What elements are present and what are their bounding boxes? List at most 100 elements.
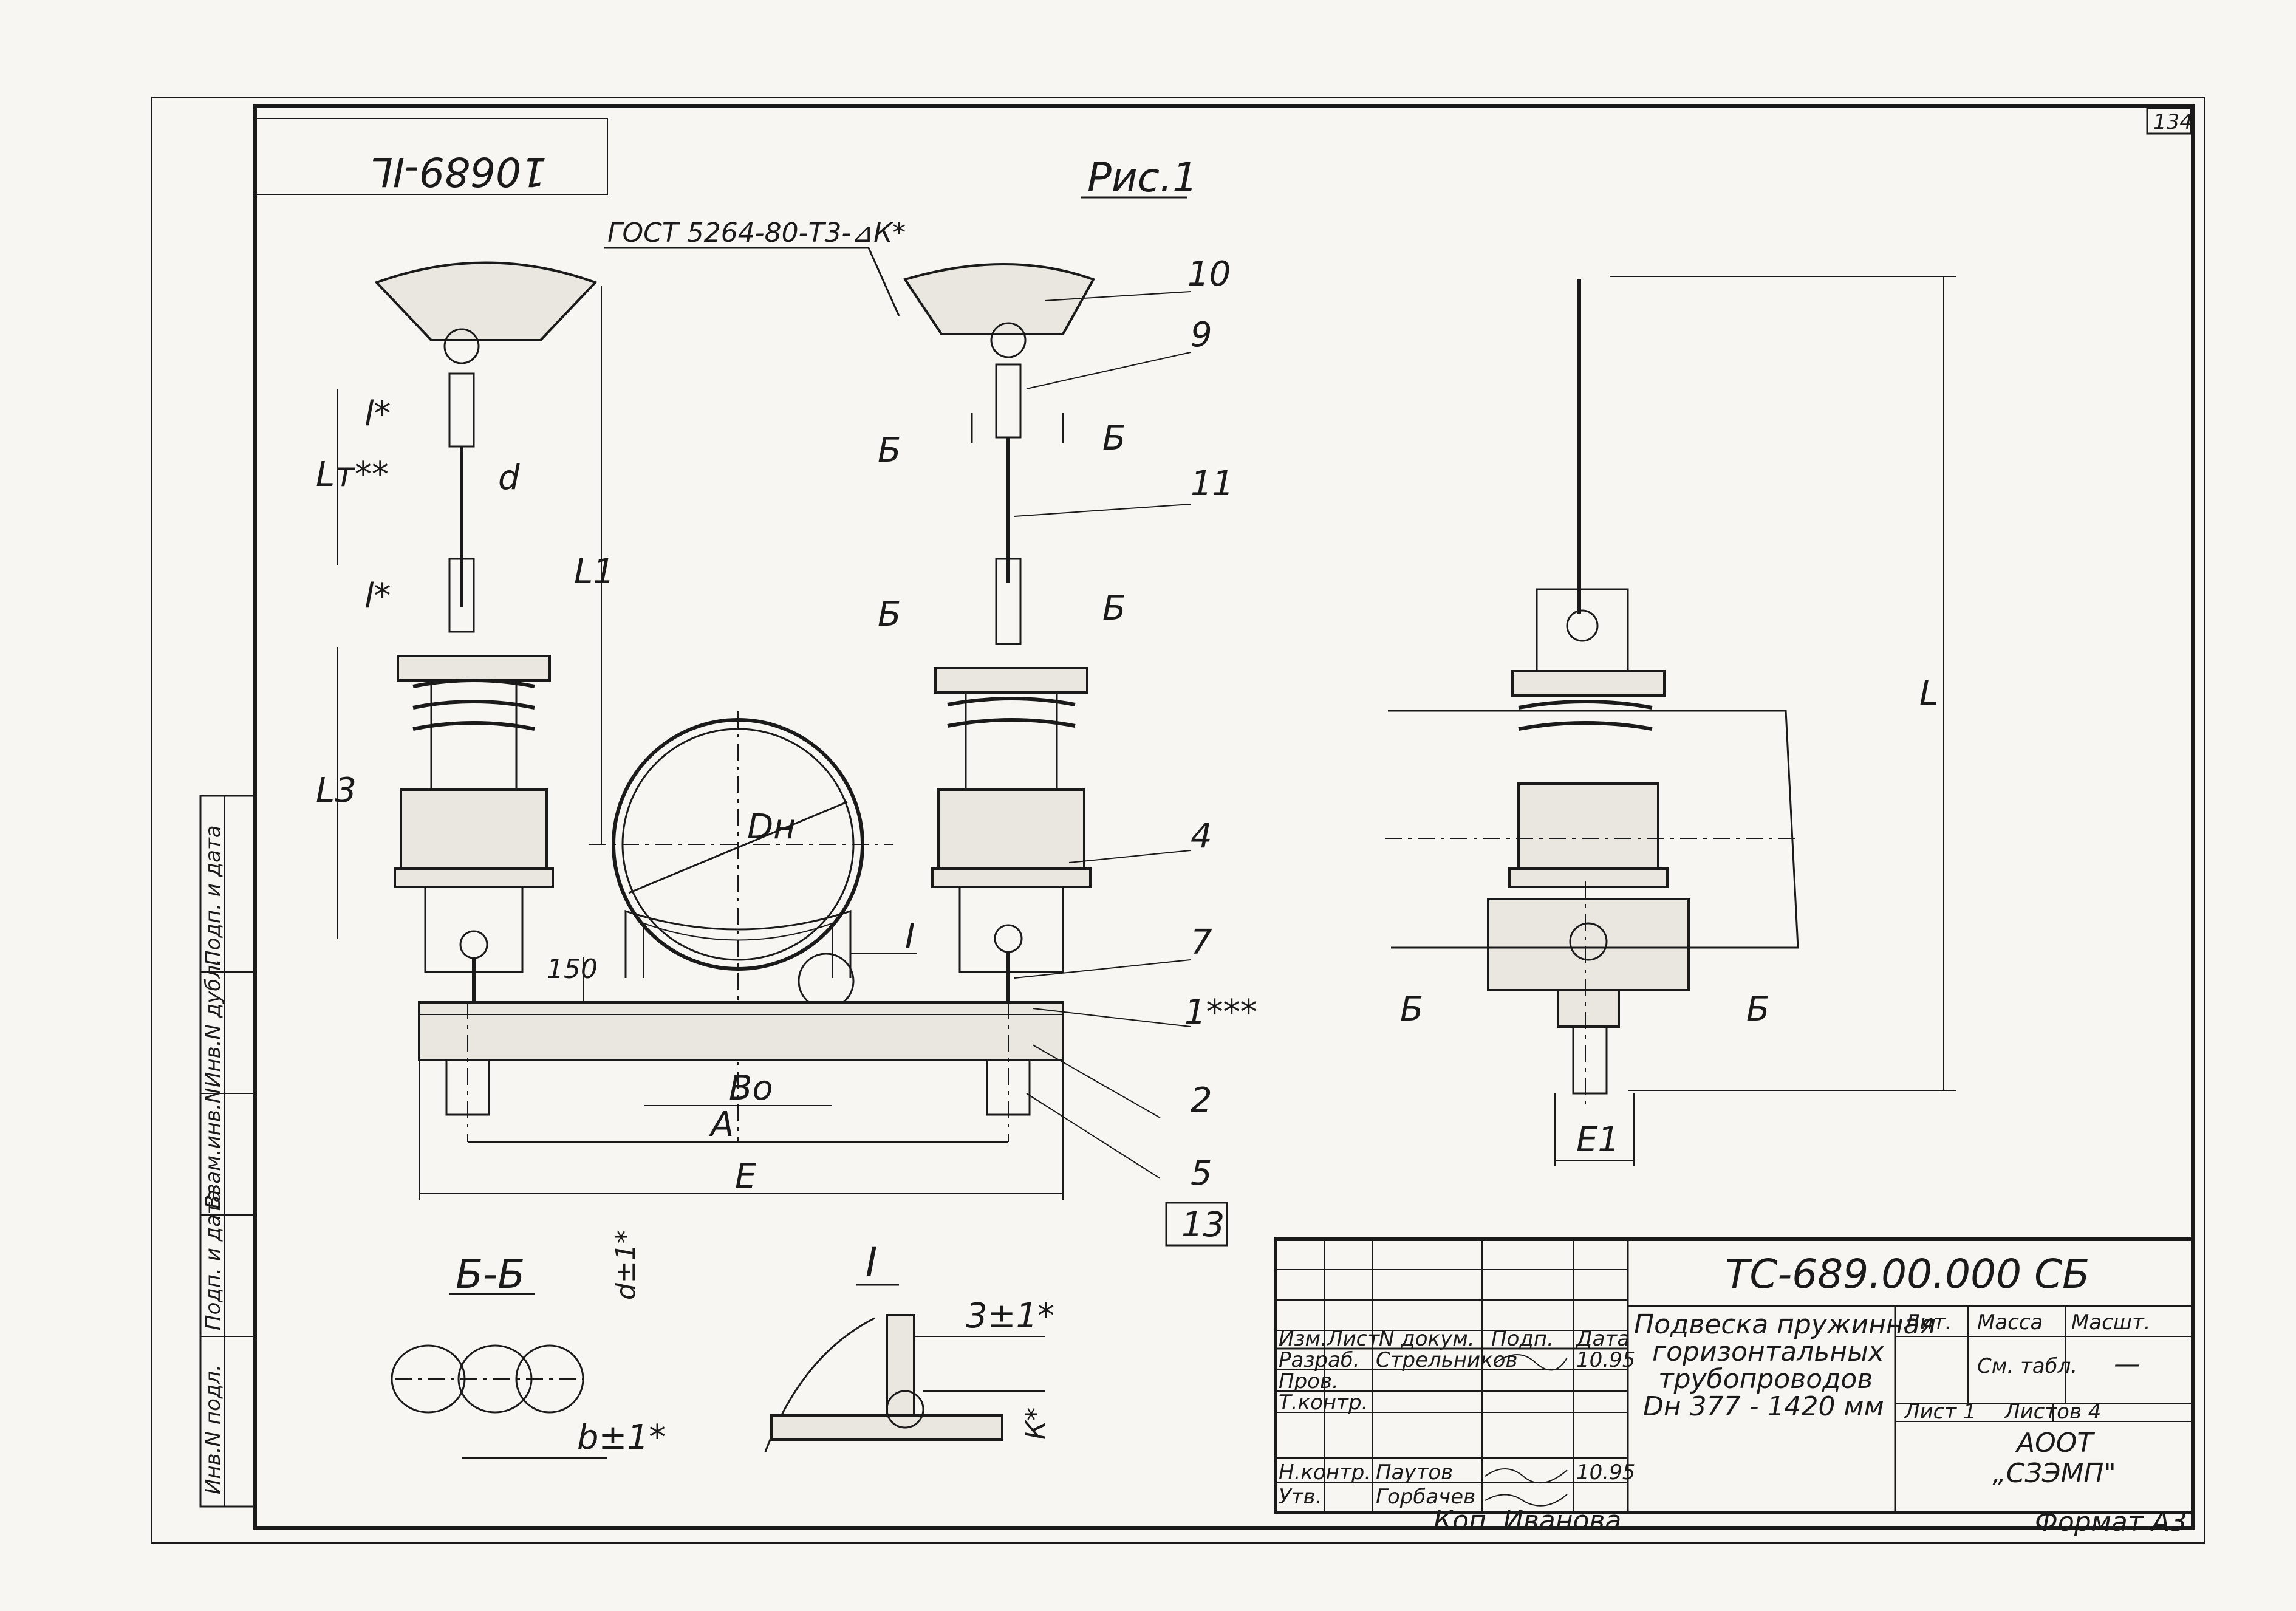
right-spring [947, 697, 1076, 728]
dim-e1: E1 [1576, 1120, 1619, 1160]
detail-gap: 3±1* [966, 1296, 1054, 1336]
tb-role-tkontr: Т.контр. [1279, 1390, 1368, 1415]
side-view [1385, 279, 1799, 1106]
callout-5: 5 [1191, 1154, 1212, 1193]
right-eye [990, 322, 1027, 358]
tb-role-prov: Пров. [1279, 1369, 1339, 1394]
left-eye [443, 328, 480, 364]
right-lower-guide [958, 886, 1064, 973]
callout-9: 9 [1191, 315, 1212, 355]
tb-col-podp: Подп. [1491, 1327, 1554, 1351]
section-mark-1a: Б [878, 431, 901, 470]
dim-a: A [709, 1105, 734, 1144]
side-spring [1518, 700, 1653, 731]
dim-lt: Lт** [316, 455, 389, 494]
section-mark-1b: Б [1102, 419, 1126, 458]
tb-date-nkontr: 10.95 [1576, 1460, 1635, 1485]
left-hanger [374, 261, 598, 1002]
side-stamp [199, 795, 256, 1508]
pipe-support-saddle [624, 909, 852, 978]
section-mark-3b: Б [1746, 990, 1769, 1029]
right-lower-clevis [995, 558, 1022, 645]
outer-frame [151, 97, 2205, 1544]
tb-massa: Масса [1977, 1310, 2043, 1335]
tb-col-list: Лист [1326, 1327, 1380, 1351]
left-upper-clevis [448, 372, 475, 448]
tb-name-line4: Dн 377 - 1420 мм [1643, 1391, 1884, 1422]
tb-org-line1: АООТ [2015, 1428, 2095, 1459]
section-d-tol: d±1* [610, 1230, 641, 1300]
stamp-inv-dubl: Инв.N дубл. [201, 959, 225, 1087]
format-label: Формат А3 [2035, 1507, 2187, 1537]
section-title: Б-Б [456, 1251, 525, 1298]
tb-name-line3: трубопроводов [1658, 1364, 1873, 1395]
tb-role-razrab: Разраб. [1279, 1348, 1360, 1372]
tb-name-utv: Горбачев [1376, 1485, 1475, 1509]
dim-l-star-bottom: l* [364, 576, 391, 616]
left-bracket [374, 261, 598, 341]
detail-title: I [866, 1239, 877, 1285]
dim-bo: Bo [729, 1069, 773, 1108]
stamp-vzam-inv: Взам.инв.N [201, 1088, 225, 1209]
signature-utv [1485, 1494, 1568, 1507]
archive-stamp [255, 118, 608, 195]
dim-l1: L1 [574, 552, 615, 592]
callout-1: 1*** [1184, 993, 1257, 1032]
section-mark-2a: Б [878, 595, 901, 634]
right-lower-eye [994, 924, 1023, 953]
weld-note-leader [867, 247, 900, 316]
side-pipe-outline [1388, 710, 1799, 949]
detail-flange [770, 1414, 1003, 1441]
side-top-plate [1511, 670, 1666, 697]
right-housing [937, 788, 1085, 870]
right-top-plate [934, 667, 1088, 694]
title-block: Изм. Лист N докум. Подп. Дата Разраб. Ст… [1274, 1237, 2195, 1514]
page-number-box [2146, 107, 2192, 135]
traverse-beam [418, 1001, 1064, 1061]
tb-sheets: Листов 4 [2003, 1400, 2101, 1424]
left-bottom-plate [394, 867, 554, 888]
stamp-podp-data-2: Подп. и дата [201, 825, 225, 966]
tb-masht: Масшт. [2071, 1310, 2151, 1335]
right-bracket [903, 263, 1095, 335]
tb-name-nkontr: Паутов [1376, 1460, 1453, 1485]
dim-L: L [1919, 674, 1938, 713]
dim-e: E [735, 1157, 757, 1196]
right-upper-clevis [995, 363, 1022, 439]
weld-note: ГОСТ 5264-80-Т3-⊿К* [607, 217, 906, 248]
tb-sheet: Лист 1 [1903, 1400, 1977, 1424]
tb-date-razrab: 10.95 [1576, 1348, 1635, 1372]
detail-circle [798, 953, 855, 1010]
page-number: 134 [2153, 110, 2193, 134]
callout-10: 10 [1187, 255, 1231, 294]
dim-150: 150 [547, 954, 598, 985]
left-top-plate [397, 655, 551, 682]
detail-ref-label: I [905, 917, 915, 956]
tb-name-line1: Подвеска пружинная [1634, 1309, 1936, 1340]
stamp-number: 10689-IL [371, 148, 547, 195]
tb-lit: Лит. [1903, 1310, 1952, 1335]
callout-13: 13 [1181, 1205, 1225, 1245]
detail-k: К* [1020, 1407, 1051, 1440]
figure-label: Рис.1 [1087, 154, 1198, 201]
section-mark-3a: Б [1400, 990, 1423, 1029]
left-spring [412, 679, 535, 731]
copied-by: Коп. Иванова [1433, 1505, 1621, 1536]
tb-org-line2: „СЗЭМП" [1992, 1458, 2116, 1489]
side-housing [1517, 782, 1659, 870]
tb-col-izm: Изм. [1279, 1327, 1327, 1351]
dim-dn: Dн [747, 807, 796, 847]
callout-11: 11 [1191, 464, 1234, 504]
tb-role-utv: Утв. [1279, 1485, 1322, 1509]
tb-massa-value: См. табл. [1977, 1354, 2077, 1378]
tb-name-razrab: Стрельников [1376, 1348, 1518, 1372]
section-b-tol: b±1* [577, 1418, 666, 1457]
dim-l-star-top: l* [364, 394, 391, 434]
tb-name-line2: горизонтальных [1652, 1336, 1885, 1367]
callout-13-box [1165, 1202, 1228, 1247]
signature-nkontr [1485, 1468, 1568, 1484]
signature-razrab [1494, 1354, 1568, 1371]
left-lower-eye [459, 930, 488, 959]
